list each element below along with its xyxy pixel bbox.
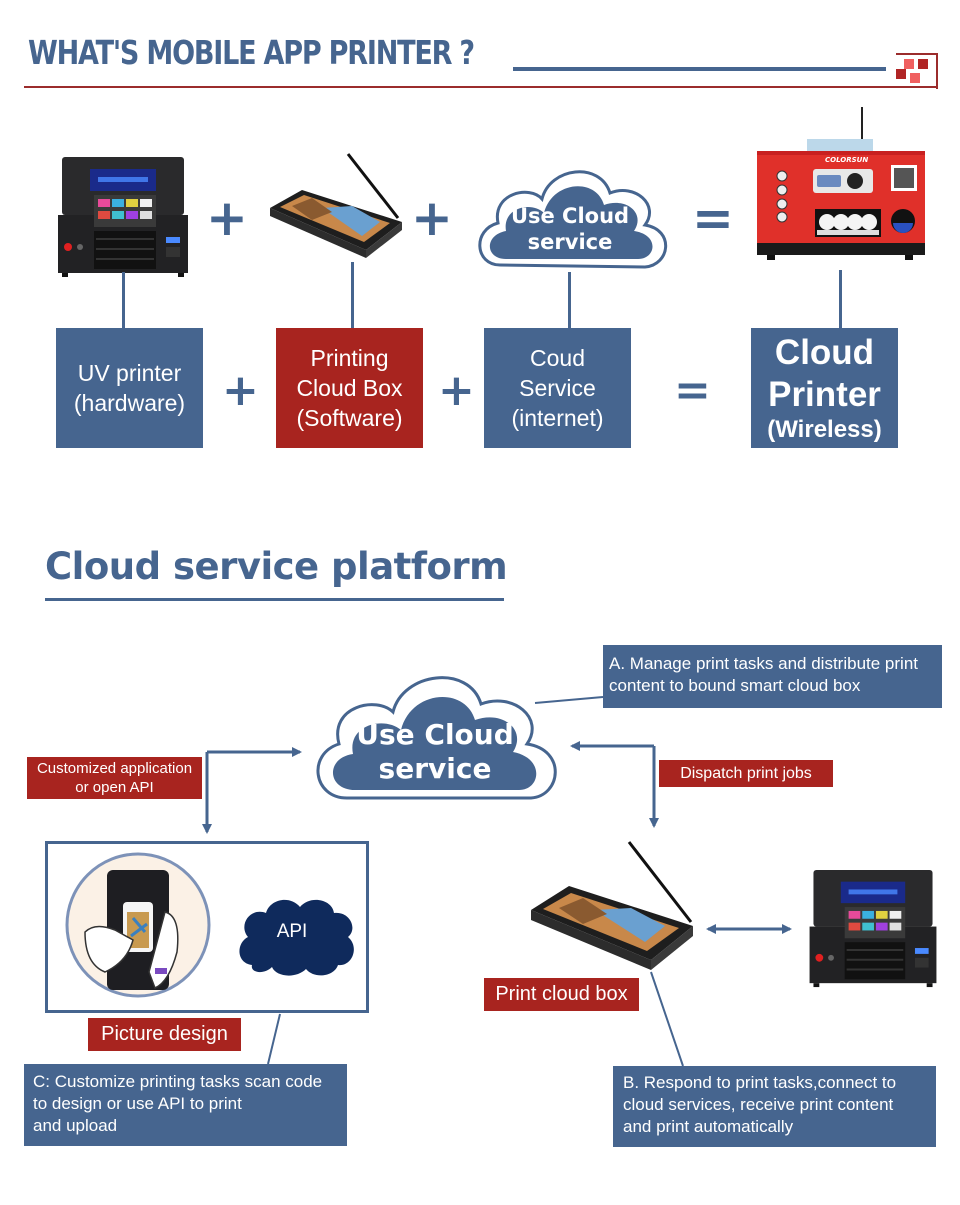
connector-line [568, 272, 571, 328]
api-cloud-icon [239, 899, 354, 976]
description-b: B. Respond to print tasks,connect to clo… [613, 1066, 936, 1147]
api-label: Customized application or open API [27, 757, 202, 799]
section-title: Cloud service platform [45, 545, 508, 588]
plus-operator: + [222, 365, 259, 416]
description-a: A. Manage print tasks and distribute pri… [603, 645, 942, 708]
connector-line-b [650, 971, 684, 1067]
plus-operator: + [438, 365, 475, 416]
cloud-label: Use Cloud service [510, 204, 630, 254]
uv-printer-box: UV printer (hardware) [56, 328, 203, 448]
connector-line [122, 272, 125, 328]
equals-operator: = [692, 189, 734, 247]
uv-printer-image [809, 869, 937, 988]
dispatch-label: Dispatch print jobs [659, 760, 833, 787]
cloud-printer-image: COLORSUN [757, 107, 925, 260]
cloud-box-image [270, 153, 402, 258]
cloud-printer-box: Cloud Printer (Wireless) [751, 328, 898, 448]
connector-line-a [534, 696, 604, 704]
cloud-printer-subtitle: (Wireless) [767, 416, 882, 443]
cloud-label: Use Cloud service [356, 718, 514, 785]
phone-design-illustration [65, 852, 211, 998]
section-underline [45, 598, 504, 601]
description-c: C: Customize printing tasks scan code to… [24, 1064, 347, 1146]
header-divider [24, 86, 936, 88]
title-underline [513, 67, 886, 71]
plus-operator: + [206, 189, 248, 247]
cloud-image [316, 676, 557, 800]
connector-line-c [267, 1013, 281, 1065]
svg-text:COLORSUN: COLORSUN [825, 156, 868, 164]
cloud-box-image [531, 841, 693, 970]
connector-line [351, 262, 354, 328]
plus-operator: + [411, 189, 453, 247]
picture-design-label: Picture design [88, 1018, 241, 1051]
cloud-service-box: Coud Service (internet) [484, 328, 631, 448]
api-label-text: API [276, 921, 308, 942]
printing-cloud-box-box: Printing Cloud Box (Software) [276, 328, 423, 448]
page-title: WHAT'S MOBILE APP PRINTER ? [28, 33, 475, 72]
connector-line [839, 270, 842, 328]
checker-squares-icon [896, 53, 938, 89]
cloud-printer-title: Cloud Printer [768, 333, 881, 414]
uv-printer-image [58, 157, 188, 277]
cloud-image [478, 170, 668, 269]
equals-operator: = [674, 365, 711, 416]
print-cloud-box-label: Print cloud box [484, 978, 639, 1011]
